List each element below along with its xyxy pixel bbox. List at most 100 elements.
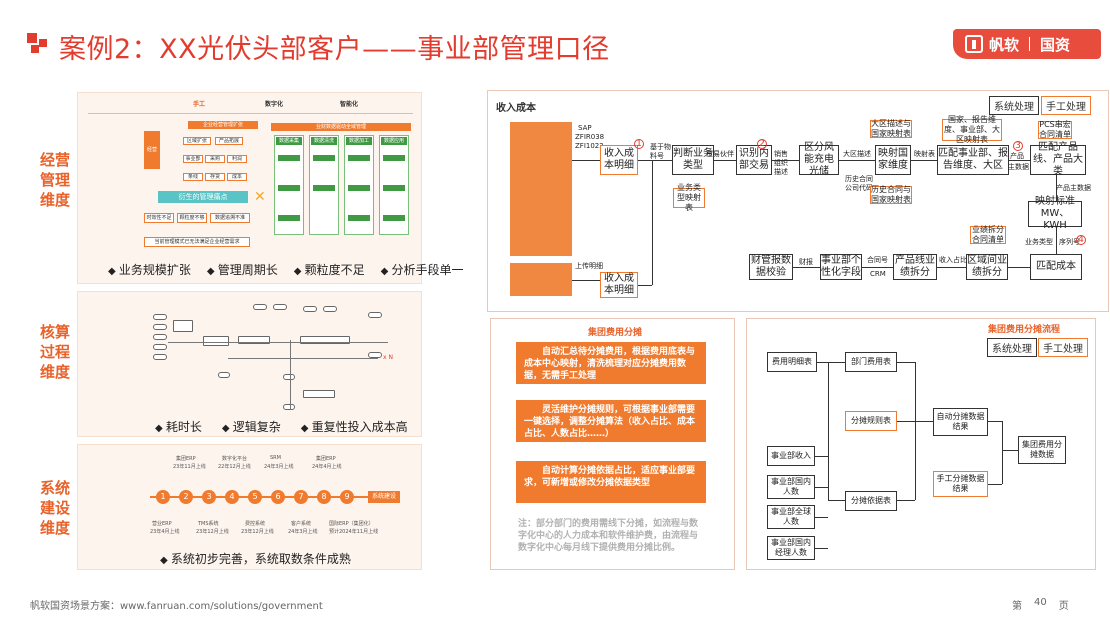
mini-block — [313, 185, 335, 191]
timeline-bottom-name: 客户系统 — [291, 521, 312, 527]
arrow — [1008, 267, 1030, 268]
timeline-top-name: 集团ERP — [316, 456, 336, 462]
accounting-card: x N — [77, 291, 422, 437]
flow-node — [273, 304, 287, 310]
cell: 成本 — [227, 173, 247, 181]
group-cost-title: 集团费用分摊 — [588, 328, 643, 338]
label-product-master: 产品主数据 — [1056, 184, 1091, 192]
arrow — [1002, 421, 1003, 484]
label-finance: 财报 — [799, 258, 813, 266]
label-crm: CRM — [870, 270, 886, 278]
label-based-on: 基于物料号 — [650, 143, 671, 160]
arrow — [1002, 450, 1018, 451]
group-cost-point-1: 自动汇总待分摊费用，根据费用底表与成本中心映射，清洗梳理对应分摊费用数据，无需手… — [516, 342, 706, 384]
flow-node — [153, 344, 167, 350]
box-mapping-std: 映射标准 MW、KWH — [1028, 196, 1082, 231]
timeline-dot: 7 — [294, 490, 308, 504]
mini-block — [348, 155, 370, 161]
mini-block — [348, 215, 370, 221]
operation-card: 手工 数字化 智能化 企业经营管理扩张 经营 区域扩张 产品拓展 事业部 采购 … — [77, 92, 422, 284]
mini-block — [383, 185, 405, 191]
timeline-top-date: 24年4月上线 — [312, 464, 342, 470]
side-tags: 经营 — [144, 131, 160, 169]
revenue-title: 收入成本 — [496, 103, 536, 114]
arrow — [815, 517, 828, 518]
row-label-operation: 经营管理维度 — [40, 151, 71, 209]
timeline-bottom-date: 23年12月上线 — [196, 529, 229, 535]
box-expense-detail: 费用明细表 — [767, 352, 817, 372]
brand-separator — [1029, 37, 1031, 51]
arrow — [817, 362, 845, 363]
step-num: 4 — [1076, 235, 1086, 245]
label-seq-no: 序列号 — [1059, 238, 1080, 246]
system-card — [77, 444, 422, 570]
arrow — [714, 160, 736, 161]
cell: 区域扩张 — [183, 137, 211, 145]
cross-icon: ✕ — [254, 189, 266, 205]
flow-node — [218, 372, 230, 378]
flow-node — [300, 336, 350, 344]
box-dept-expense: 部门费用表 — [845, 352, 897, 372]
flow-node — [153, 324, 167, 330]
box-match-cost: 匹配成本 — [1030, 254, 1082, 280]
arrow — [915, 362, 916, 500]
label-contract-no: 合同号 — [867, 256, 888, 264]
upload-label: 上传明细 — [575, 262, 603, 270]
arrow — [1009, 160, 1030, 161]
timeline-dot: 6 — [271, 490, 285, 504]
timeline-top-name: 数字化平台 — [222, 456, 248, 462]
multiplier: x N — [383, 354, 393, 361]
cell: 存货 — [205, 173, 225, 181]
arrow — [1056, 175, 1057, 201]
label-trade-partner: 贸易伙伴 — [706, 150, 734, 158]
timeline-dot: 5 — [248, 490, 262, 504]
box-product-split: 产品线业绩拆分 — [893, 254, 937, 280]
flow-line — [290, 340, 291, 410]
sap-label: SAP — [578, 124, 592, 132]
timeline-top-date: 22年12月上线 — [218, 464, 251, 470]
flow-node — [253, 304, 267, 310]
box-biz-unit: 事业部个性化字段 — [820, 254, 862, 280]
flow-node — [153, 314, 167, 320]
box-country-map: 国家、报告维度、事业部、大区映射表 — [942, 115, 1002, 144]
block-title: 企业经营管理扩张 — [188, 121, 258, 129]
bullet: 管理周期长 — [207, 261, 278, 278]
bottom-note: 当前管理模式已无法满足企业经营需求 — [144, 237, 250, 247]
timeline-top-date: 23年11月上线 — [173, 464, 206, 470]
logo-mark — [27, 33, 49, 55]
timeline-dot: 1 — [156, 490, 170, 504]
timeline-dot: 8 — [317, 490, 331, 504]
arrow — [815, 487, 828, 488]
flow-node — [303, 306, 317, 312]
mini-block — [348, 185, 370, 191]
pain: 时效性不足 — [144, 213, 174, 223]
arrow — [937, 267, 966, 268]
timeline-bottom-date: 预计2024年11月上线 — [329, 529, 379, 535]
cell: 产品拓展 — [215, 137, 243, 145]
flow-node — [368, 352, 382, 358]
flow-line — [168, 342, 388, 343]
bullet: 颗粒度不足 — [294, 261, 365, 278]
box-product-match: 匹配产品线、产品大类 — [1030, 142, 1086, 177]
page-suffix: 页 — [1058, 601, 1069, 612]
group-cost-note: 注：部分部门的费用需线下分摊，如流程与数字化中心的人力成本和软件维护费，由流程与… — [518, 519, 699, 553]
bullet: 业务规模扩张 — [108, 261, 191, 278]
box-biz-global: 事业部全球人数 — [767, 505, 815, 529]
flow-node — [153, 334, 167, 340]
pain-banner: 衍生的管理痛点 — [158, 191, 248, 203]
box-group-alloc: 集团费用分摊数据 — [1018, 436, 1066, 464]
bullet: 分析手段单一 — [381, 261, 464, 278]
flow-title: 集团费用分摊流程 — [988, 325, 1061, 335]
box-alloc-rule: 分摊规则表 — [845, 411, 897, 431]
step-num: 2 — [757, 139, 767, 149]
box-allocate: 匹配事业部、报告维度、大区 — [937, 145, 1009, 175]
arrow — [638, 285, 652, 286]
mini-block — [383, 215, 405, 221]
arrow — [1056, 227, 1057, 254]
arrow — [652, 160, 653, 285]
brand-sub: 国资 — [1040, 35, 1071, 54]
box-map-country: 映射国家维度 — [875, 145, 911, 175]
flow-node — [203, 336, 229, 346]
group-cost-point-3: 自动计算分摊依据占比，适应事业部要求，可新增或修改分摊依据类型 — [516, 461, 706, 503]
arrow — [793, 267, 820, 268]
